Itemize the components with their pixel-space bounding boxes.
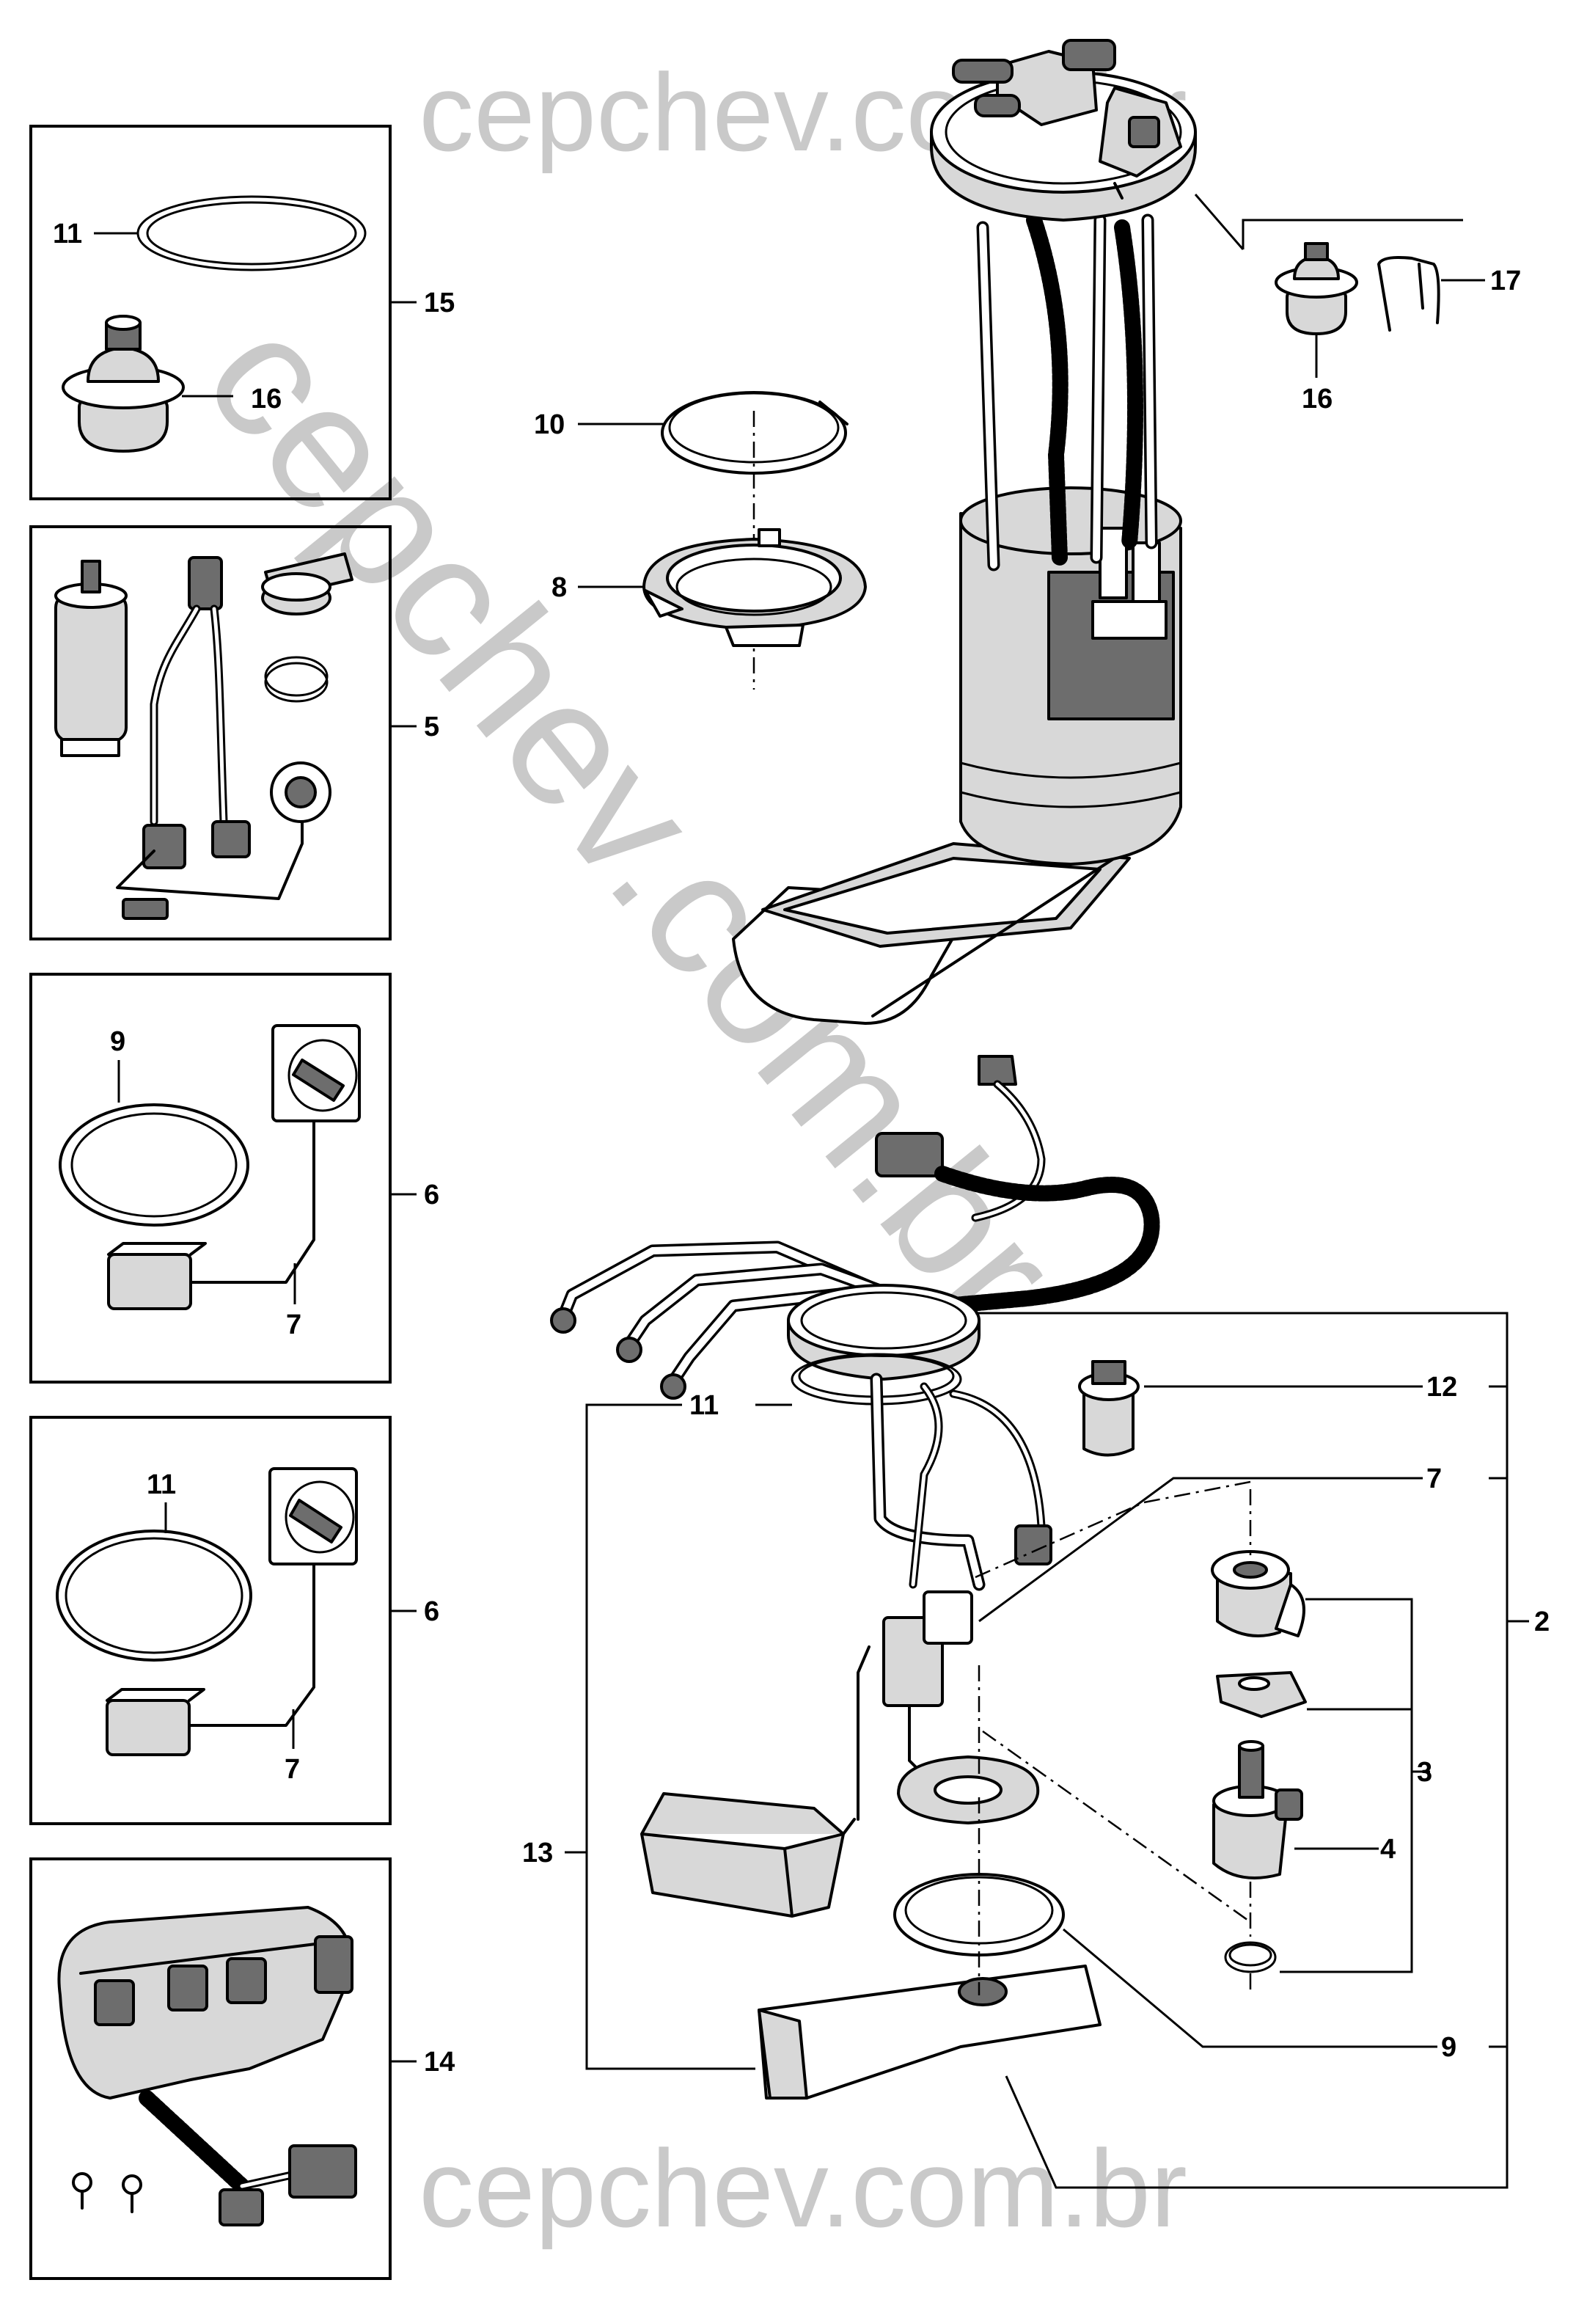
- callout-16: 16: [251, 384, 282, 414]
- callout-15: 15: [424, 288, 455, 318]
- callout-3: 3: [1417, 1757, 1432, 1788]
- wiring-harness-part: [57, 1906, 357, 2226]
- lower-bracket-lines: [565, 1312, 1529, 2189]
- callout-6-lower: 6: [424, 1596, 439, 1627]
- callout-7: 7: [286, 1309, 301, 1340]
- panel-kit-6-seal: 9 7: [29, 973, 392, 1384]
- callout-2: 2: [1534, 1607, 1550, 1637]
- callout-13: 13: [522, 1838, 553, 1868]
- pressure-regulator-part: [62, 315, 185, 453]
- o-ring-part: [136, 195, 367, 271]
- callout-7-panel4: 7: [285, 1754, 300, 1785]
- callout-11-main: 11: [689, 1390, 719, 1421]
- panel-kit-5: [29, 525, 392, 940]
- clamp-parts: [261, 552, 353, 823]
- regulator-part-right: [1275, 242, 1358, 335]
- callout-16-main: 16: [1302, 384, 1333, 414]
- fuel-module-lower-assembly: [550, 1055, 1160, 2100]
- callout-11: 11: [53, 219, 82, 249]
- pump-subassembly: [975, 1480, 1307, 1995]
- clip-part: [1377, 256, 1440, 332]
- pump-wiring-harness-part: [116, 556, 304, 920]
- panel-kit-14: [29, 1857, 392, 2280]
- filter-part: [1078, 1360, 1140, 1457]
- fuel-module-upper-assembly: [732, 39, 1197, 1025]
- level-sender-part: [107, 1024, 361, 1310]
- callout-11-panel4: 11: [147, 1469, 176, 1500]
- fuel-pump-part: [54, 560, 128, 757]
- callout-17: 17: [1490, 266, 1521, 296]
- callout-10: 10: [534, 409, 565, 440]
- panel-kit-6-ring: 11 7: [29, 1416, 392, 1825]
- callout-8: 8: [551, 572, 567, 603]
- o-ring-large-part: [56, 1530, 252, 1662]
- callout-4: 4: [1380, 1834, 1396, 1865]
- level-sender-part-2: [106, 1467, 358, 1756]
- callout-12: 12: [1426, 1372, 1457, 1403]
- callout-5: 5: [424, 712, 439, 742]
- cam-lock-ring-part: [642, 528, 867, 647]
- seal-part: [59, 1103, 249, 1227]
- callout-14: 14: [424, 2047, 455, 2078]
- callout-9: 9: [110, 1026, 125, 1057]
- callout-6-upper: 6: [424, 1180, 439, 1210]
- callout-9-main: 9: [1441, 2032, 1456, 2063]
- panel-kit-15: 11 16: [29, 125, 392, 500]
- callout-7-main: 7: [1426, 1464, 1442, 1494]
